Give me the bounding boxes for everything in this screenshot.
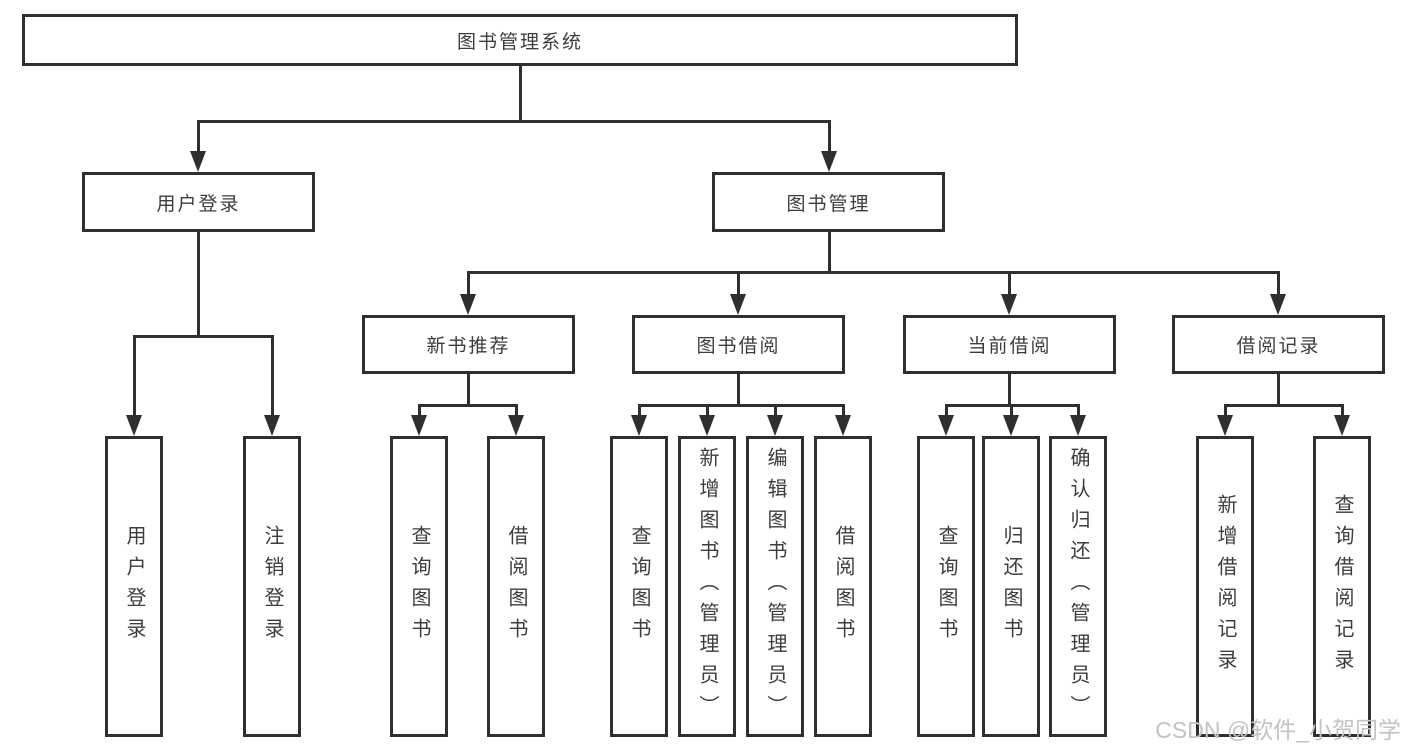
connector-arrow [1001,294,1017,315]
connector-line [418,404,518,407]
node-current-borrowing: 当前借阅 [903,315,1116,374]
leaf-recommend-borrow-books: 借阅图书 [487,436,545,737]
connector-arrow [699,415,715,436]
node-label: 查询图书 [628,524,650,649]
node-label: 图书借阅 [696,336,781,357]
connector-line [1277,374,1280,407]
leaf-borrowing-borrow-books: 借阅图书 [814,436,872,737]
connector-line [197,232,200,338]
node-label: 新书推荐 [426,336,511,357]
node-label: 图书管理系统 [456,31,583,53]
connector-line [737,374,740,407]
connector-line [519,66,522,123]
connector-line [638,404,845,407]
connector-line [197,120,831,123]
connector-line [1341,404,1344,418]
connector-line [1224,404,1227,418]
connector-arrow [1270,294,1286,315]
leaf-borrowing-query-books: 查询图书 [610,436,668,737]
connector-line [706,404,709,418]
node-borrowing-records: 借阅记录 [1172,315,1385,374]
connector-line [515,404,518,418]
node-label: 确认归还（管理员） [1067,447,1089,726]
connector-line [418,404,421,418]
connector-arrow [730,294,746,315]
leaf-records-add-record: 新增借阅记录 [1196,436,1254,737]
connector-line [828,120,831,154]
node-label: 借阅图书 [832,524,854,649]
connector-arrow [767,415,783,436]
node-label: 图书管理 [786,193,871,215]
connector-line [945,404,948,418]
connector-arrow [190,151,206,172]
connector-line [467,271,1280,274]
connector-arrow [1070,415,1086,436]
leaf-borrowing-edit-books-admin: 编辑图书（管理员） [746,436,804,737]
node-label: 注销登录 [261,524,283,649]
leaf-user-login: 用户登录 [105,436,163,737]
connector-line [1277,271,1280,297]
connector-line [1008,374,1011,407]
connector-line [197,120,200,154]
connector-line [1008,271,1011,297]
connector-arrow [460,294,476,315]
connector-line [271,335,274,417]
node-label: 借阅记录 [1236,336,1321,357]
connector-line [842,404,845,418]
node-label: 借阅图书 [505,524,527,649]
connector-arrow [1217,415,1233,436]
leaf-logout: 注销登录 [243,436,301,737]
node-new-book-recommendation: 新书推荐 [362,315,575,374]
node-label: 当前借阅 [967,336,1052,357]
connector-line [467,271,470,297]
connector-arrow [821,151,837,172]
node-label: 查询图书 [935,524,957,649]
connector-arrow [264,415,280,436]
node-label: 查询图书 [408,524,430,649]
node-label: 编辑图书（管理员） [764,447,786,726]
leaf-current-query-books: 查询图书 [917,436,975,737]
connector-arrow [508,415,524,436]
connector-arrow [126,415,142,436]
connector-line [467,374,470,407]
node-label: 归还图书 [1000,524,1022,649]
connector-arrow [1003,415,1019,436]
connector-arrow [1334,415,1350,436]
connector-line [133,335,274,338]
connector-line [638,404,641,418]
leaf-current-confirm-return-admin: 确认归还（管理员） [1049,436,1107,737]
node-label: 查询借阅记录 [1331,493,1353,680]
leaf-current-return-books: 归还图书 [982,436,1040,737]
node-book-borrowing: 图书借阅 [632,315,845,374]
node-root-book-management-system: 图书管理系统 [22,14,1018,66]
node-label: 新增借阅记录 [1214,493,1236,680]
node-label: 用户登录 [123,524,145,649]
leaf-borrowing-add-books-admin: 新增图书（管理员） [678,436,736,737]
csdn-watermark: CSDN @软件_小贺同学 [1155,717,1401,743]
connector-line [1224,404,1344,407]
connector-arrow [835,415,851,436]
connector-line [1010,404,1013,418]
leaf-records-query-record: 查询借阅记录 [1313,436,1371,737]
connector-line [1077,404,1080,418]
connector-line [737,271,740,297]
node-label: 新增图书（管理员） [696,447,718,726]
leaf-recommend-query-books: 查询图书 [390,436,448,737]
connector-line [774,404,777,418]
node-book-management: 图书管理 [712,172,945,232]
node-user-login: 用户登录 [82,172,315,232]
node-label: 用户登录 [156,193,241,215]
connector-arrow [938,415,954,436]
connector-line [133,335,136,417]
connector-arrow [411,415,427,436]
connector-arrow [631,415,647,436]
connector-line [828,232,831,274]
